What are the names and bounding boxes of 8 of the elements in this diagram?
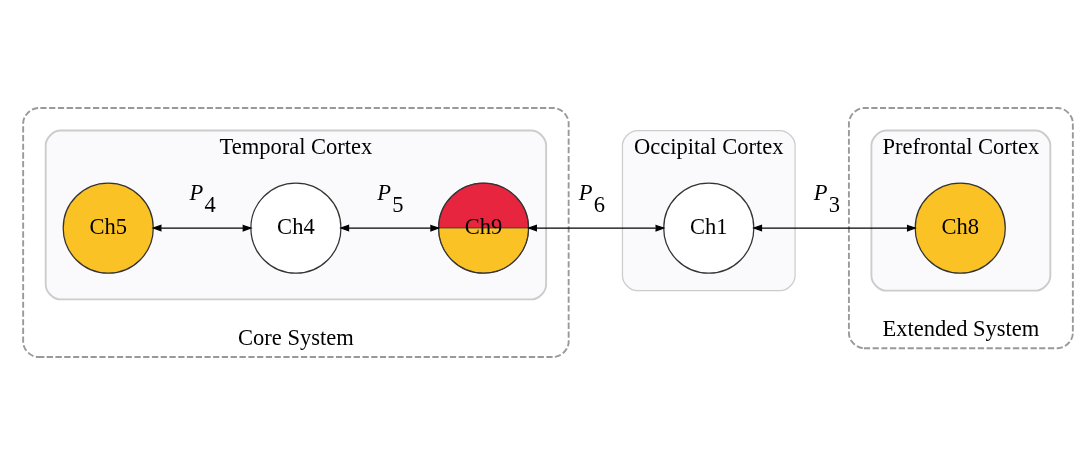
arrow — [339, 224, 441, 232]
node-circle: Ch4 — [250, 182, 342, 274]
node-circle: Ch1 — [663, 182, 755, 274]
node-circle: Ch5 — [62, 182, 154, 274]
arrow — [151, 224, 253, 232]
node-circle: Ch8 — [914, 182, 1006, 274]
arrow — [526, 224, 666, 232]
arrow — [752, 224, 917, 232]
